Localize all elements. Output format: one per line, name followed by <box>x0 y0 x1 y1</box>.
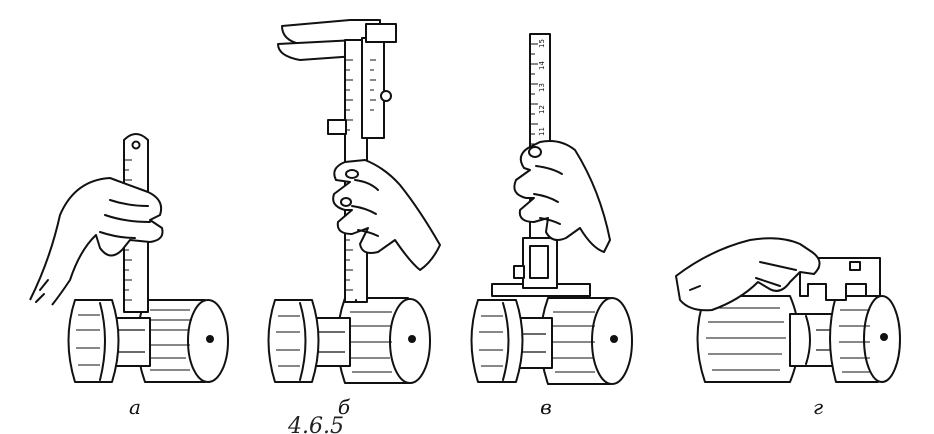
part-cylinder-right-b <box>336 297 431 384</box>
depth-scale-digit: 12 <box>538 105 546 114</box>
figure-b: б <box>267 19 441 419</box>
depth-scale-digit: 13 <box>538 83 546 92</box>
hand-a <box>29 177 164 306</box>
part-cylinder-right-a <box>136 299 229 383</box>
depth-scale-digit: 14 <box>538 61 546 70</box>
part-cylinder-left-b <box>267 299 320 383</box>
depth-scale-digit: 15 <box>538 39 546 48</box>
hand-b <box>332 159 441 271</box>
part-cylinder-right-v <box>539 297 633 385</box>
figure-v: 15 14 13 12 11 10 в <box>470 33 633 419</box>
part-neck-g <box>789 313 837 367</box>
figure-label-b: б <box>338 395 351 419</box>
vernier-caliper <box>277 19 397 303</box>
figure-label-g: г <box>813 395 823 419</box>
handwritten-note: 4.6.5 <box>287 414 344 434</box>
part-cylinder-left-a <box>67 299 120 383</box>
hand-g <box>675 237 821 312</box>
hand-v <box>513 140 611 253</box>
part-cylinder-left-v <box>470 299 524 383</box>
figure-label-a: а <box>129 395 141 419</box>
figure-label-v: в <box>540 395 552 419</box>
part-neck-a <box>109 317 151 367</box>
part-cylinder-right-g <box>829 295 901 383</box>
depth-gauge: 15 14 13 12 11 10 <box>491 33 591 297</box>
figure-g: г <box>675 237 901 419</box>
depth-scale-digit: 11 <box>538 127 546 136</box>
figure-a: а <box>29 133 229 419</box>
